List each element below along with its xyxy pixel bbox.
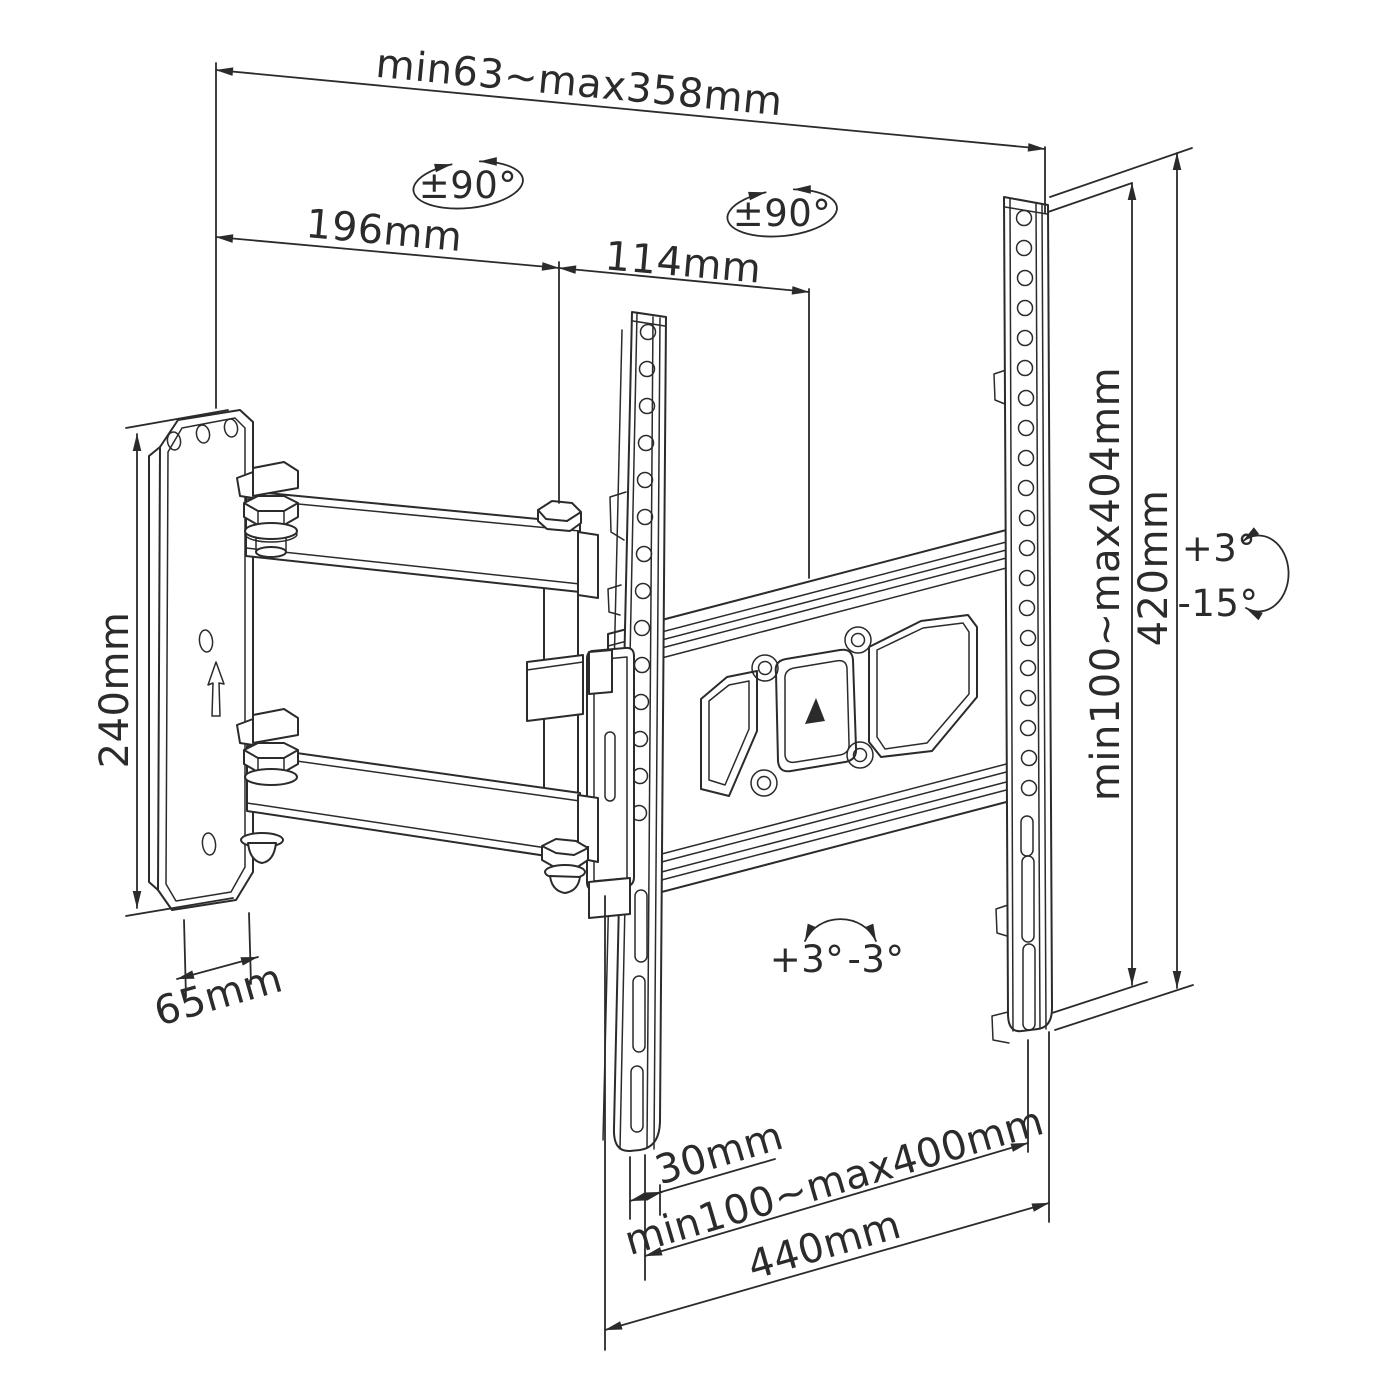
swivel-right-label: ±90° (733, 192, 832, 235)
wall-plate-holes (166, 418, 239, 856)
level-left-label: +3° (770, 938, 845, 981)
dim-bracket-height: 420mm (1049, 147, 1194, 1031)
dim-arm-section-2: 114mm (558, 233, 810, 579)
elbow-nut-bottom (541, 838, 589, 894)
crossbar (607, 527, 1015, 907)
swivel-right-indicator: ±90° (726, 185, 838, 238)
articulating-arm-upper (245, 490, 599, 599)
level-arc-icon (804, 918, 877, 942)
link-bracket (586, 646, 635, 919)
tilt-indicator: +3° -15° (1178, 527, 1290, 625)
dim-wall-plate-height: 240mm (92, 409, 234, 917)
dim-arm-section-2-label: 114mm (603, 233, 763, 292)
rail-right-slots (1020, 815, 1036, 1031)
swivel-left-label: ±90° (419, 164, 518, 207)
dim-bracket-height-label: 420mm (1131, 490, 1177, 647)
dim-extension-depth-label: min63~max358mm (374, 41, 785, 126)
crossbar-screw-bosses (750, 626, 874, 797)
level-adjust-indicator: +3° -3° (770, 918, 905, 981)
dim-arm-section-1-label: 196mm (304, 201, 464, 261)
elbow-bolt-top (537, 500, 582, 532)
elbow-post (526, 530, 584, 849)
swivel-rotate-icon (412, 157, 524, 210)
tv-rail-right (991, 196, 1053, 1044)
dim-wall-plate-width: 65mm (149, 912, 288, 1036)
crossbar-right-cutout (868, 614, 978, 758)
dim-wall-plate-height-label: 240mm (92, 612, 138, 769)
swivel-rotate-icon (726, 185, 838, 238)
rail-right-holes (1015, 209, 1038, 797)
tilt-down-label: -15° (1178, 582, 1259, 625)
dim-arm-section-1: 196mm (215, 201, 560, 504)
dim-vesa-vertical: min100~max404mm (1047, 182, 1148, 1014)
tilt-up-label: +3° (1182, 527, 1257, 570)
wall-plate (148, 409, 254, 911)
hinge-top (236, 461, 299, 558)
brand-triangle-icon (805, 698, 825, 724)
rail-left-slots (630, 889, 648, 1133)
level-right-label: -3° (848, 938, 905, 981)
dim-vesa-vertical-label: min100~max404mm (1083, 367, 1129, 801)
hinge-bottom (236, 708, 299, 864)
crossbar-left-cutout (700, 670, 758, 797)
up-arrow-icon (207, 661, 225, 717)
swivel-left-indicator: ±90° (412, 157, 524, 210)
tilt-arc-icon (1242, 527, 1290, 621)
crossbar-center-plate (774, 648, 858, 773)
